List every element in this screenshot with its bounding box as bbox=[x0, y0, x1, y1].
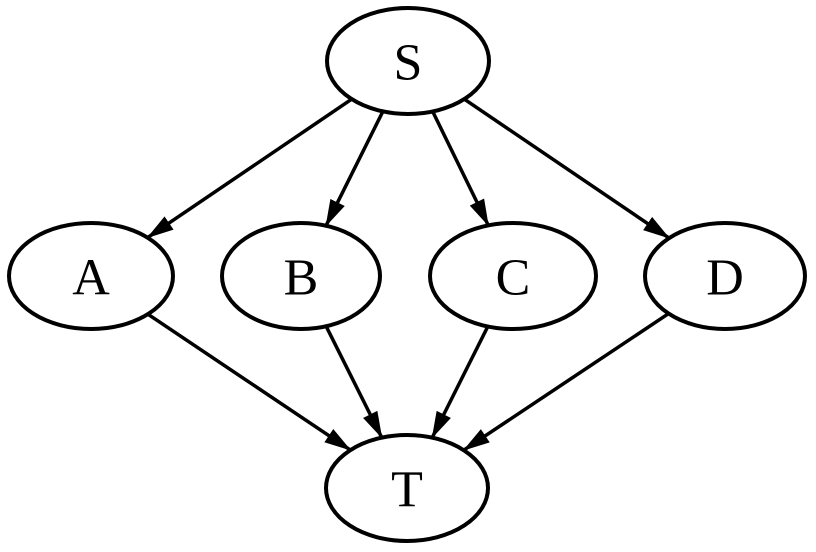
node-C: C bbox=[428, 221, 598, 331]
node-label-D: D bbox=[706, 250, 744, 307]
node-label-S: S bbox=[394, 35, 423, 92]
node-ellipse-B bbox=[220, 221, 382, 331]
node-label-A: A bbox=[72, 250, 110, 307]
edge-D-T bbox=[462, 312, 670, 452]
edges-layer bbox=[146, 97, 671, 452]
node-ellipse-C bbox=[428, 221, 598, 331]
node-T: T bbox=[324, 433, 490, 543]
node-label-B: B bbox=[284, 250, 319, 307]
node-ellipse-A bbox=[7, 221, 175, 331]
node-S: S bbox=[325, 6, 491, 116]
node-ellipse-S bbox=[325, 6, 491, 116]
node-A: A bbox=[7, 221, 175, 331]
nodes-layer: S A B C D T bbox=[7, 6, 807, 543]
node-label-C: C bbox=[496, 250, 531, 307]
edge-S-B bbox=[324, 110, 385, 227]
node-B: B bbox=[220, 221, 382, 331]
edge-S-D bbox=[463, 97, 671, 240]
edge-C-T bbox=[430, 325, 490, 439]
node-label-T: T bbox=[391, 462, 423, 519]
node-ellipse-D bbox=[643, 221, 807, 331]
edge-A-T bbox=[146, 312, 352, 452]
edge-S-A bbox=[146, 97, 353, 240]
edge-B-T bbox=[324, 325, 384, 439]
node-D: D bbox=[643, 221, 807, 331]
node-ellipse-T bbox=[324, 433, 490, 543]
edge-S-C bbox=[431, 110, 490, 227]
